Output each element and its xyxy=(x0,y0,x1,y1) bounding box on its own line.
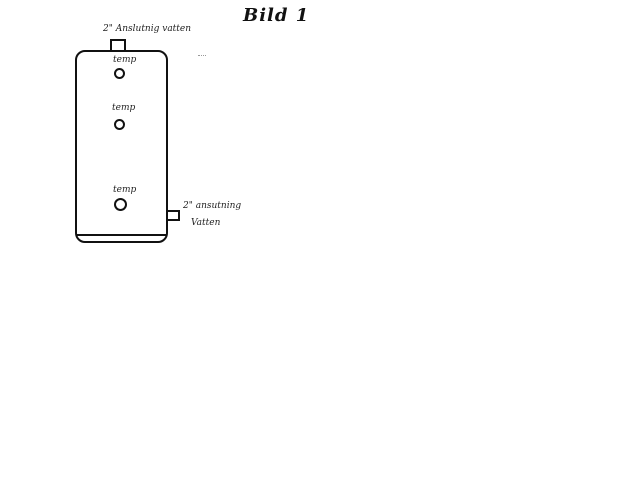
diagram-title: Bild 1 xyxy=(243,5,310,26)
temp-sensor-label: temp xyxy=(113,185,137,195)
temp-sensor-port-icon xyxy=(114,68,125,79)
temp-sensor-port-icon xyxy=(114,198,127,211)
side-connection-label-line2: Vatten xyxy=(191,218,221,228)
stray-pen-mark xyxy=(198,55,206,58)
temp-sensor-label: temp xyxy=(112,103,136,113)
tank-body xyxy=(75,50,168,243)
side-connection-nozzle xyxy=(166,210,180,221)
temp-sensor-label: temp xyxy=(113,55,137,65)
temp-sensor-port-icon xyxy=(114,119,125,130)
tank-bottom-line xyxy=(77,234,166,236)
side-connection-label-line1: 2" ansutning xyxy=(183,201,242,211)
top-connection-label: 2" Anslutnig vatten xyxy=(103,24,192,34)
